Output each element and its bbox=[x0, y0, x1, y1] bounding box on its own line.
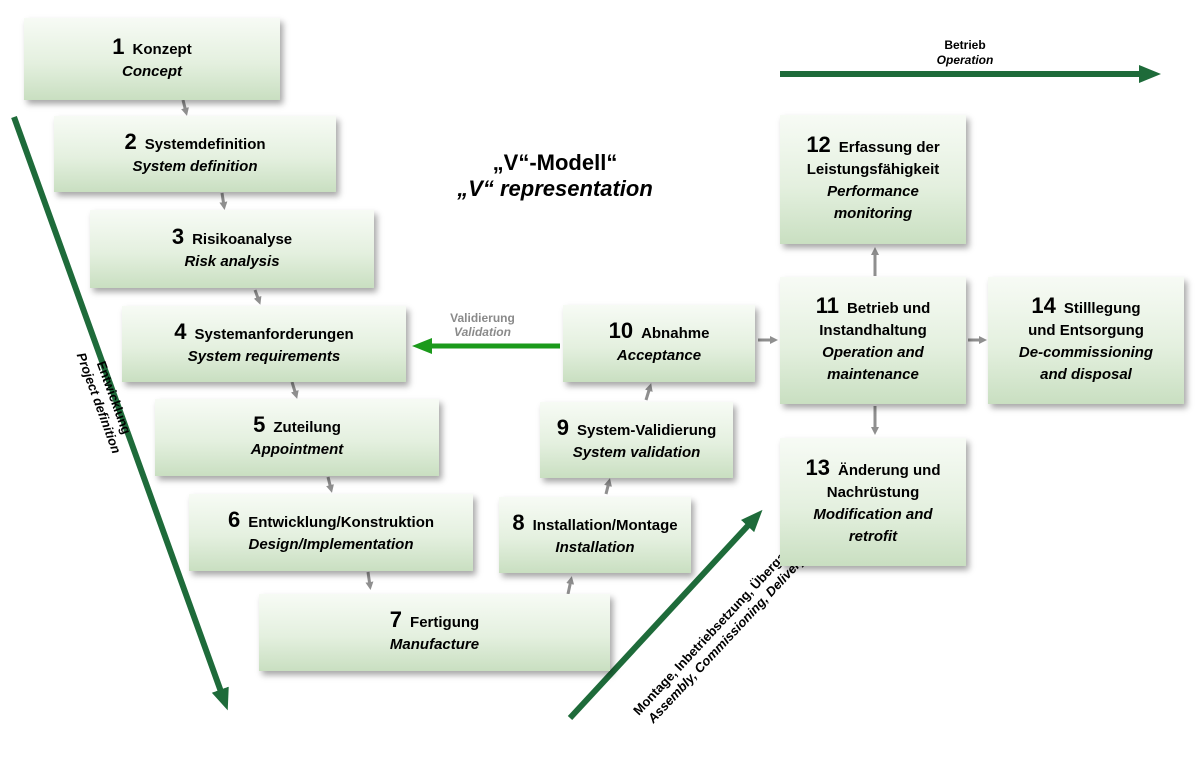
connector-3-4 bbox=[253, 289, 262, 305]
assembly-arrow bbox=[567, 509, 763, 721]
connector-6-7 bbox=[365, 571, 374, 590]
operation-label: Betrieb Operation bbox=[936, 38, 994, 67]
connector-9-10 bbox=[644, 383, 653, 401]
diagram-subtitle: „V“ representation bbox=[457, 176, 653, 201]
diagram-title: „V“-Modell“ bbox=[492, 150, 618, 175]
connector-4-5 bbox=[290, 381, 299, 399]
diagram-title-block: „V“-Modell“ „V“ representation bbox=[430, 150, 680, 202]
connector-2-3 bbox=[219, 192, 228, 210]
connector-7-8 bbox=[566, 576, 575, 595]
connector-5-6 bbox=[326, 476, 334, 493]
connector-1-2 bbox=[181, 99, 189, 116]
development-arrow bbox=[11, 115, 229, 711]
connector-8-9 bbox=[604, 478, 612, 495]
validation-label: Validierung Validation bbox=[450, 311, 515, 339]
